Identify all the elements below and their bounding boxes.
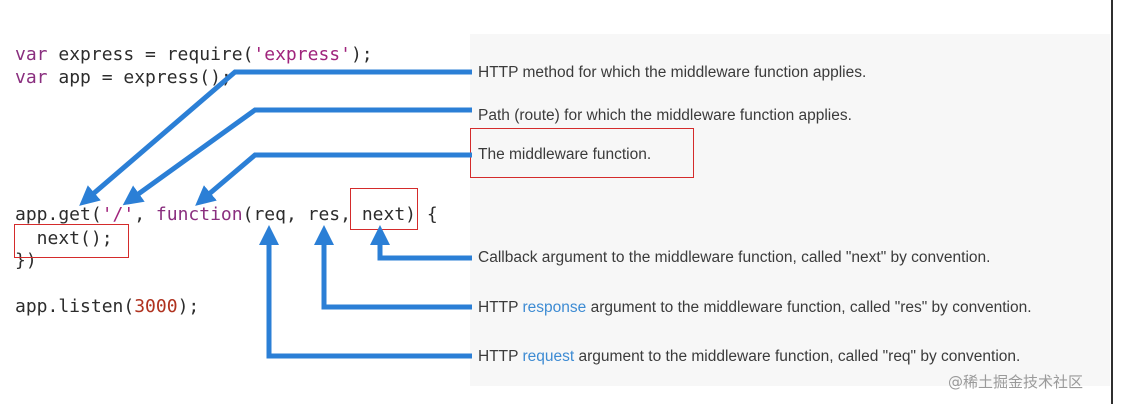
arrow-middleware — [195, 152, 472, 206]
code-line-app: var app = express(); — [15, 67, 232, 88]
request-link[interactable]: request — [522, 348, 575, 365]
response-link[interactable]: response — [522, 299, 587, 316]
watermark: @稀土掘金技术社区 — [948, 373, 1084, 391]
arrow-res — [314, 225, 472, 310]
label-res-argument: HTTP response argument to the middleware… — [478, 299, 1032, 316]
code-line-require: var express = require('express'); — [15, 44, 373, 65]
arrow-path — [122, 107, 472, 206]
arrow-req — [259, 225, 472, 359]
arrow-method — [79, 69, 472, 206]
label-middleware-function: The middleware function. — [478, 146, 652, 163]
code-line-listen: app.listen(3000); — [15, 296, 200, 317]
label-path-route: Path (route) for which the middleware fu… — [478, 107, 852, 124]
arrow-next — [370, 225, 472, 261]
frame-border — [1111, 0, 1113, 404]
code-line-next-call: next(); — [15, 228, 113, 249]
next-call-highlight — [14, 224, 129, 258]
annotation-panel — [470, 34, 1110, 386]
code-line-app-get: app.get('/', function(req, res, next) { — [15, 204, 438, 225]
label-next-callback: Callback argument to the middleware func… — [478, 249, 991, 266]
label-http-method: HTTP method for which the middleware fun… — [478, 64, 867, 81]
code-line-close: }) — [15, 250, 37, 271]
label-req-argument: HTTP request argument to the middleware … — [478, 348, 1021, 365]
